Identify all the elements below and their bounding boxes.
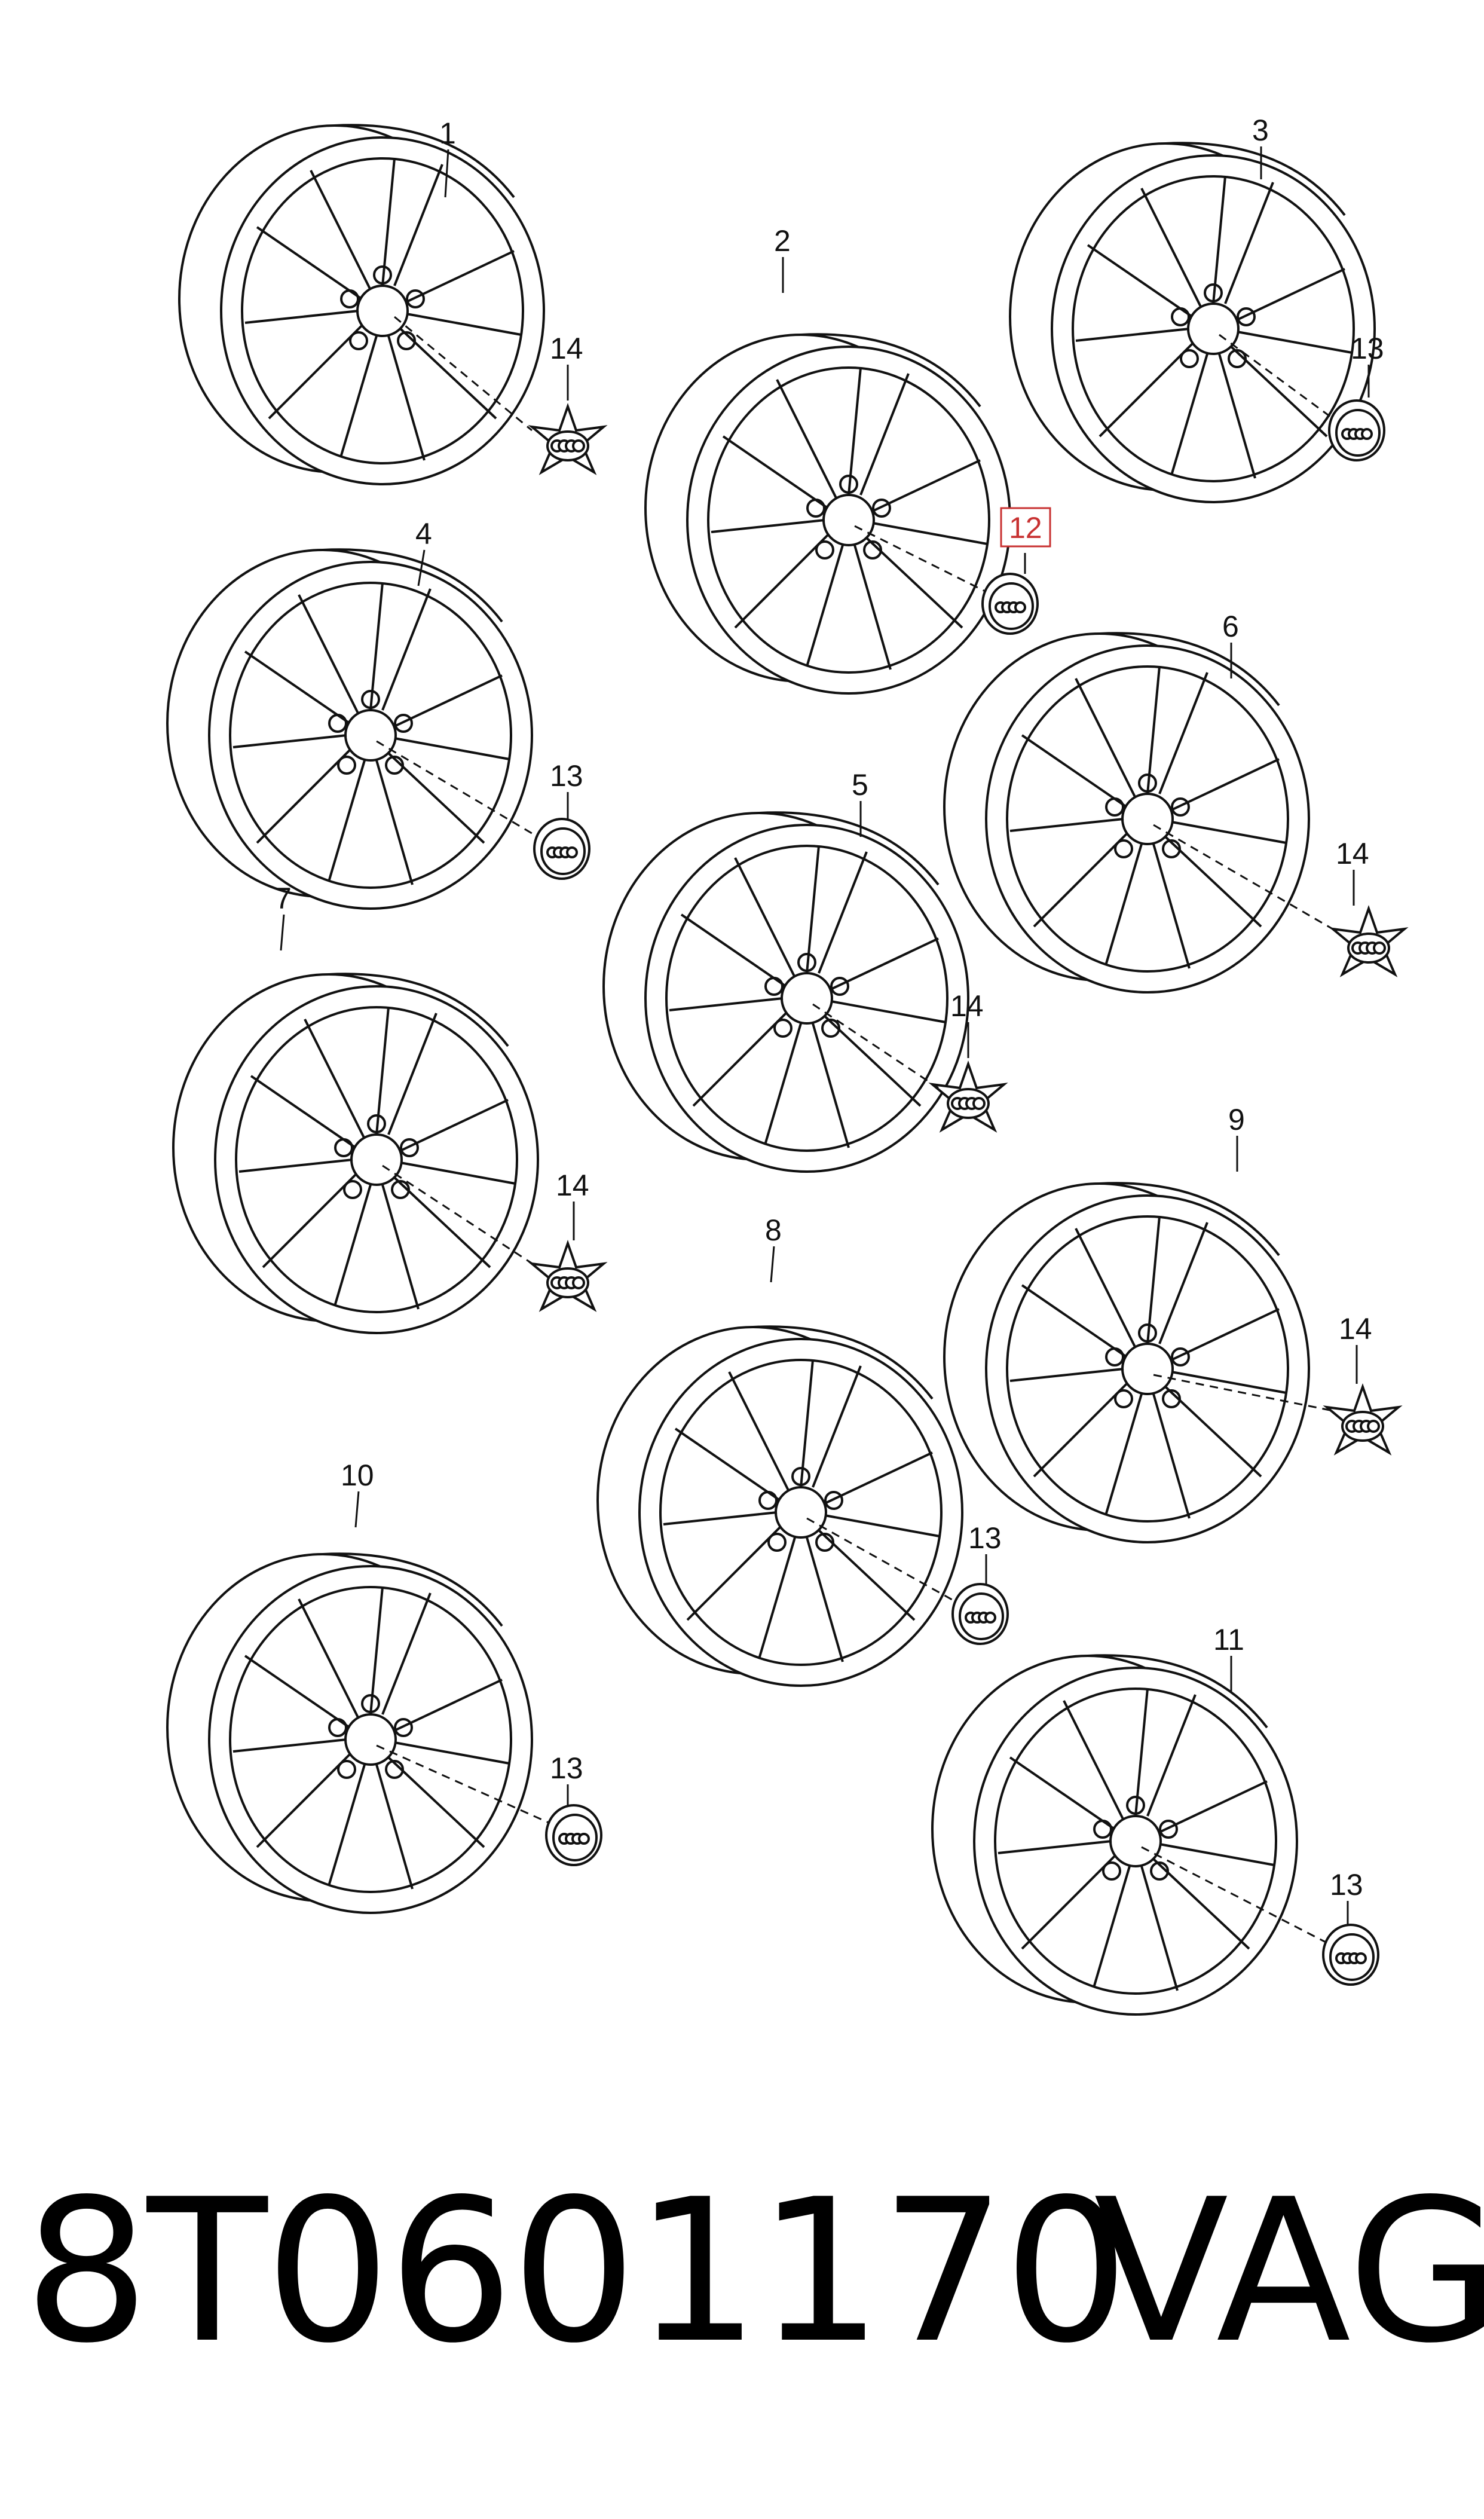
callout-7: 7 <box>275 882 292 915</box>
callout-cap: 14 <box>1339 1312 1372 1346</box>
part-number: 8T0601170 <box>24 2157 1129 2386</box>
callout-5: 5 <box>852 768 868 802</box>
callout-cap: 13 <box>968 1521 1002 1555</box>
leader-lines <box>280 146 1370 1925</box>
callout-cap: 14 <box>556 1169 589 1202</box>
callout-3: 3 <box>1252 114 1269 147</box>
callout-8: 8 <box>765 1213 782 1247</box>
wheel-5 <box>602 811 969 1173</box>
callout-4: 4 <box>415 517 432 551</box>
centre-cap-flower <box>1326 1386 1400 1454</box>
centre-cap-round <box>545 1804 602 1866</box>
wheel-9 <box>943 1182 1310 1543</box>
callout-12: 12 <box>1009 511 1042 545</box>
callout-cap: 13 <box>1351 332 1384 365</box>
wheel-2 <box>644 333 1011 695</box>
wheel-11 <box>931 1654 1298 2016</box>
centre-cap-round <box>1322 1924 1379 1986</box>
dashed-axis-lines <box>376 316 1339 1944</box>
callout-12-highlight[interactable]: 12 <box>1000 507 1051 548</box>
callout-11: 11 <box>1213 1623 1244 1656</box>
callout-cap: 13 <box>1330 1868 1363 1902</box>
callout-9: 9 <box>1228 1103 1245 1136</box>
callout-6: 6 <box>1222 610 1239 643</box>
callout-cap: 14 <box>1336 837 1369 870</box>
wheel-8 <box>596 1325 963 1687</box>
centre-cap-round <box>981 573 1039 635</box>
wheel-10 <box>166 1552 533 1914</box>
footer: 8T0601170 VAG <box>24 2152 1484 2391</box>
callout-cap: 14 <box>550 332 583 365</box>
callout-2: 2 <box>774 224 791 258</box>
callout-cap: 14 <box>950 989 984 1023</box>
brand: VAG <box>1094 2157 1484 2386</box>
centre-cap-flower <box>531 1242 605 1310</box>
wheel-1 <box>178 124 545 485</box>
centre-cap-flower <box>1332 907 1406 976</box>
callout-10: 10 <box>341 1459 374 1492</box>
wheel-4 <box>166 548 533 910</box>
callout-cap: 13 <box>550 759 583 793</box>
wheel-3 <box>1009 142 1376 503</box>
centre-cap-round <box>951 1583 1009 1645</box>
centre-cap-round <box>1328 399 1385 461</box>
callout-1: 1 <box>439 117 456 150</box>
wheel-6 <box>943 632 1310 993</box>
wheel-7 <box>172 973 539 1334</box>
centre-cap-round <box>533 818 590 880</box>
callout-cap: 13 <box>550 1751 583 1785</box>
centre-cap-flower <box>531 405 605 473</box>
